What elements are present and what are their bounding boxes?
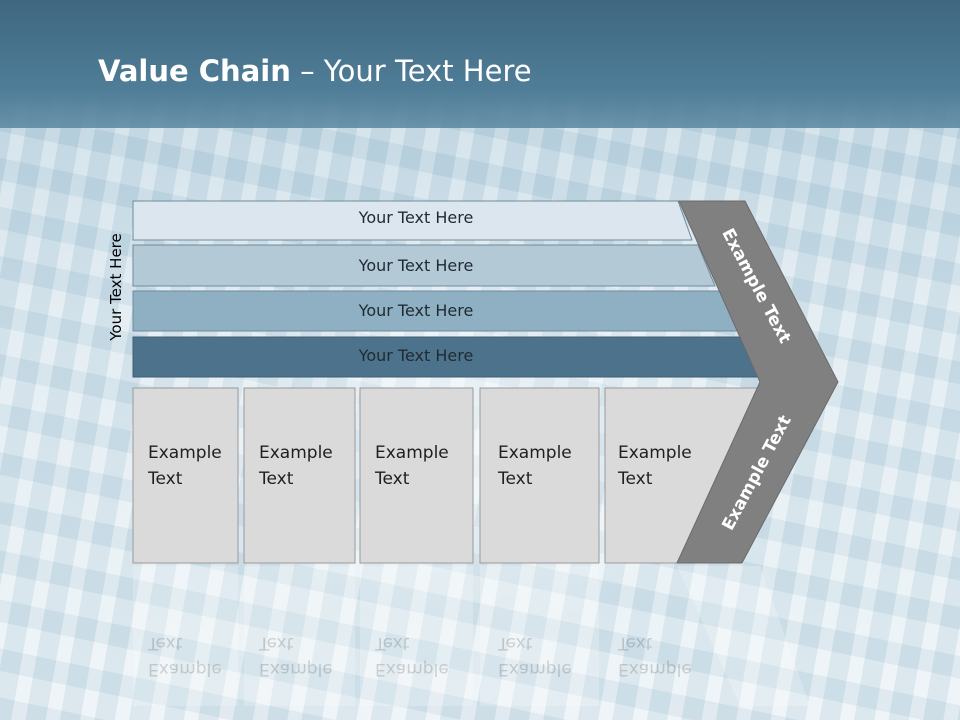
- box-5-reflection-line2: Text: [618, 633, 653, 653]
- box-2-reflection-label: Example Text: [259, 630, 333, 682]
- bar-1-label: Your Text Here: [358, 208, 474, 227]
- reflection: [133, 566, 810, 706]
- box-5-line2: Text: [618, 469, 653, 489]
- title-rest: – Your Text Here: [290, 54, 532, 88]
- box-3-line2: Text: [375, 469, 410, 489]
- box-4-reflection: [480, 566, 599, 706]
- box-5-reflection-label: Example Text: [618, 630, 692, 682]
- bar-1: [132, 200, 693, 241]
- box-4: [479, 387, 600, 564]
- box-4-line2: Text: [498, 469, 533, 489]
- box-3-reflection-label: Example Text: [375, 630, 449, 682]
- box-1-reflection-label: Example Text: [148, 630, 222, 682]
- box-2-reflection: [244, 566, 355, 706]
- box-4-line1: Example: [498, 443, 572, 463]
- bar-4-label: Your Text Here: [358, 346, 474, 365]
- title-bold: Value Chain: [98, 54, 291, 88]
- box-3-reflection: [360, 566, 473, 706]
- box-3-line1: Example: [375, 443, 449, 463]
- box-4-reflection-line2: Text: [498, 633, 533, 653]
- title-band: [0, 0, 960, 128]
- chevron-reflection: [677, 566, 810, 706]
- box-2-reflection-line1: Example: [259, 659, 333, 679]
- box-2: [243, 387, 356, 564]
- box-5-line1: Example: [618, 443, 692, 463]
- box-3: [359, 387, 474, 564]
- box-4-reflection-line1: Example: [498, 659, 572, 679]
- box-2-reflection-line2: Text: [259, 633, 294, 653]
- box-3-reflection-line1: Example: [375, 659, 449, 679]
- bar-3-label: Your Text Here: [358, 301, 474, 320]
- box-1-reflection: [133, 566, 238, 706]
- bar-2-label: Your Text Here: [358, 256, 474, 275]
- box-4-reflection-label: Example Text: [498, 630, 572, 682]
- box-1-line2: Text: [148, 469, 183, 489]
- box-5-reflection-line1: Example: [618, 659, 692, 679]
- box-1-reflection-line2: Text: [148, 633, 183, 653]
- slide-title: Value Chain – Your Text Here: [98, 54, 532, 88]
- box-3-reflection-line2: Text: [375, 633, 410, 653]
- box-2-line1: Example: [259, 443, 333, 463]
- box-2-line2: Text: [259, 469, 294, 489]
- margin-chevron: [676, 200, 839, 564]
- bar-2: [132, 244, 716, 287]
- box-1-reflection-line1: Example: [148, 659, 222, 679]
- box-1-line1: Example: [148, 443, 222, 463]
- box-1: [132, 387, 239, 564]
